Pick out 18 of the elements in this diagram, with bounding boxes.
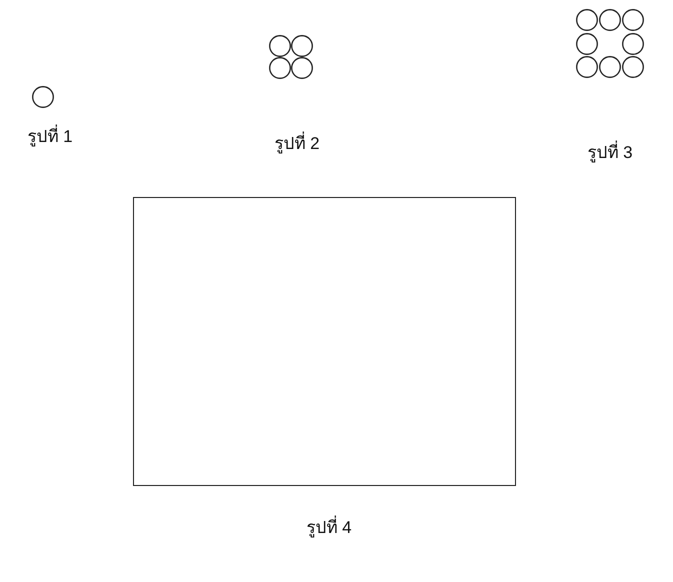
circle-shape <box>576 56 598 78</box>
figure-caption: รูปที่ 2 <box>274 129 320 156</box>
figure-caption: รูปที่ 1 <box>27 122 73 149</box>
circle-shape <box>269 35 291 57</box>
circle-shape <box>291 35 313 57</box>
circle-shape <box>269 57 291 79</box>
figure-caption: รูปที่ 4 <box>306 513 352 540</box>
circle-shape <box>622 56 644 78</box>
circle-shape <box>599 56 621 78</box>
circle-shape <box>622 33 644 55</box>
circle-shape <box>576 9 598 31</box>
circle-shape <box>599 9 621 31</box>
circle-shape <box>291 57 313 79</box>
figure-caption: รูปที่ 3 <box>587 138 633 165</box>
circle-shape <box>576 33 598 55</box>
circle-shape <box>32 86 54 108</box>
empty-box <box>133 197 516 486</box>
circle-shape <box>622 9 644 31</box>
